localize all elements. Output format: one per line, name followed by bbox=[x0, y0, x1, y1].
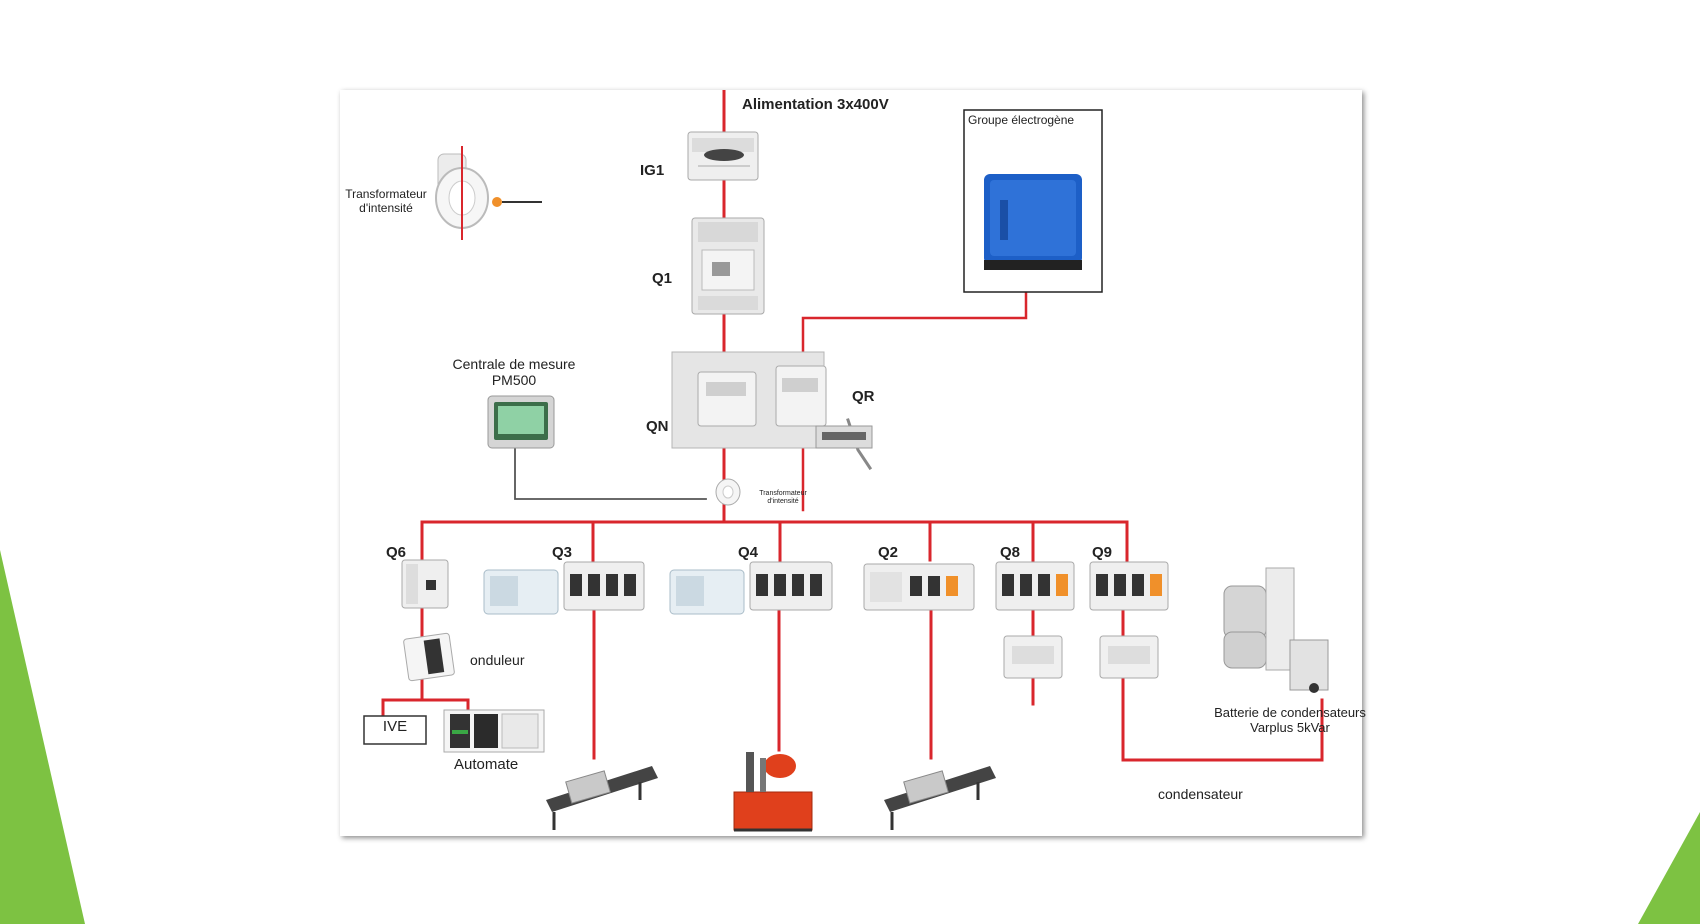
ups-output-plc bbox=[420, 698, 470, 712]
power-meter-icon bbox=[487, 395, 555, 449]
power-meter-label: Centrale de mesure PM500 bbox=[452, 356, 576, 389]
ups-label: onduleur bbox=[470, 652, 525, 668]
generator-icon bbox=[984, 174, 1082, 270]
breaker-q4-icon bbox=[749, 561, 833, 611]
supply-label: Alimentation 3x400V bbox=[742, 96, 889, 113]
current-transformer-small-icon bbox=[715, 478, 741, 506]
breaker-q3-icon bbox=[563, 561, 645, 611]
capacitor-bank-icon bbox=[1223, 567, 1329, 693]
q3-label: Q3 bbox=[552, 544, 573, 561]
breaker-q8-icon bbox=[995, 561, 1075, 611]
transfer-switch-icon bbox=[671, 351, 873, 449]
switch-disconnector-icon bbox=[687, 131, 759, 181]
plc-label: Automate bbox=[454, 756, 519, 773]
right-accent-shape bbox=[1638, 812, 1700, 924]
meter-signal-line bbox=[514, 447, 707, 500]
contactor-q9-icon bbox=[1099, 635, 1159, 679]
ups-output bbox=[381, 676, 424, 718]
breaker-q9-icon bbox=[1089, 561, 1169, 611]
left-accent-shape bbox=[0, 550, 85, 924]
generator-label: Groupe électrogène bbox=[968, 113, 1075, 127]
conveyor-q3-icon bbox=[546, 766, 658, 830]
electrical-diagram bbox=[363, 90, 1329, 832]
capacitor-bank-label: Batterie de condensateurs Varplus 5kVar bbox=[1214, 705, 1366, 735]
current-transformer-small-label: Transformateur d'intensité bbox=[759, 490, 807, 506]
q2-label: Q2 bbox=[878, 544, 899, 561]
generator-feed-line bbox=[801, 290, 1028, 512]
current-transformer-label: Transformateur d'intensité bbox=[345, 187, 427, 215]
contactor-q8-icon bbox=[1003, 635, 1063, 679]
feeder-q9 bbox=[1121, 608, 1324, 762]
q4-label: Q4 bbox=[738, 544, 759, 561]
breaker-q2-icon bbox=[863, 563, 975, 611]
conveyor-q2-icon bbox=[884, 766, 996, 830]
current-transformer-icon bbox=[435, 146, 542, 240]
q9-label: Q9 bbox=[1092, 544, 1113, 561]
ups-icon bbox=[403, 632, 455, 682]
q8-label: Q8 bbox=[1000, 544, 1021, 561]
plc-icon bbox=[443, 709, 545, 753]
residual-current-module-icon bbox=[483, 569, 559, 615]
q6-label: Q6 bbox=[386, 544, 407, 561]
circuit-breaker-icon bbox=[691, 217, 765, 315]
residual-current-module-q4-icon bbox=[669, 569, 745, 615]
q1-label: Q1 bbox=[652, 270, 673, 287]
breaker-q6-icon bbox=[401, 559, 449, 609]
qn-label: QN bbox=[646, 418, 669, 435]
ive-box bbox=[363, 715, 427, 745]
ive-label: IVE bbox=[382, 718, 408, 735]
capacitor-label: condensateur bbox=[1158, 786, 1243, 802]
hydraulic-pump-icon bbox=[733, 752, 813, 832]
qr-label: QR bbox=[852, 388, 875, 405]
ig1-label: IG1 bbox=[640, 162, 665, 179]
